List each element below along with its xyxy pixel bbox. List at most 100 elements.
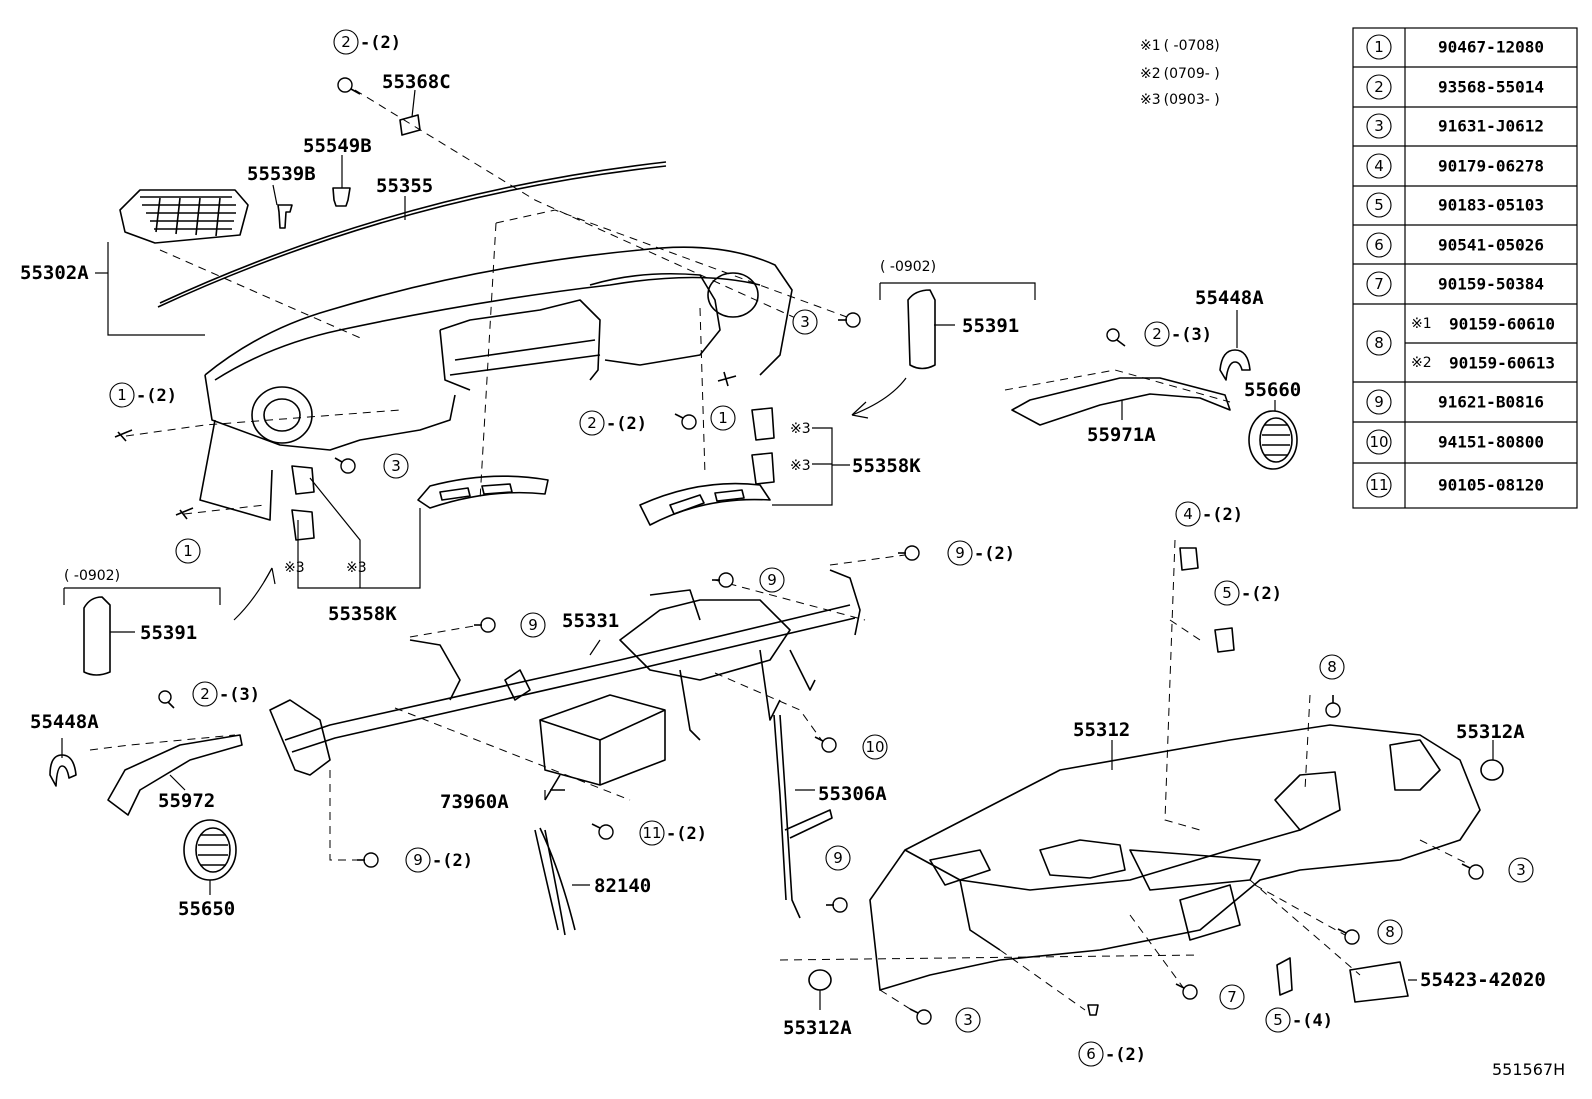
callout-number: 2	[587, 414, 597, 432]
table-row: 2 93568-55014	[1366, 74, 1544, 100]
part-label-55549B: 55549B	[303, 135, 372, 157]
bolt-icon	[1106, 328, 1126, 347]
callout-number: 11	[642, 824, 661, 842]
bolt-icon	[712, 572, 734, 588]
note-mark-label: ※3	[346, 560, 367, 576]
svg-text:※3(0903- ): ※3(0903- )	[1140, 92, 1220, 108]
part-label-55312A: 55312A	[783, 1017, 852, 1039]
clip-icon	[1087, 1004, 1099, 1016]
svg-text:※1( -0708): ※1( -0708)	[1140, 38, 1220, 54]
knee-pad-drawing	[639, 482, 771, 526]
bolt-icon	[674, 413, 697, 430]
table-part-number: 90179-06278	[1438, 157, 1544, 176]
table-row-number: 1	[1374, 38, 1384, 56]
callout-number: 9	[528, 616, 538, 634]
note-mark-label: ※3	[790, 421, 811, 437]
callout: 2-(3)	[192, 681, 260, 707]
callout-number: 2	[200, 685, 210, 703]
note-mark: ※1	[1140, 38, 1161, 54]
table-row: 8 ※1 90159-60610 ※2 90159-60613	[1366, 315, 1555, 373]
bolt-icon	[474, 617, 496, 633]
callout-quantity: -(2)	[136, 386, 177, 406]
note-mark-label: ※3	[790, 458, 811, 474]
callout-quantity: -(2)	[360, 33, 401, 53]
callout: 9	[825, 845, 851, 871]
part-label-55355: 55355	[376, 175, 433, 197]
part-label-55448A: 55448A	[30, 711, 99, 733]
callout-quantity: -(2)	[432, 851, 473, 871]
part-label-55972: 55972	[158, 790, 215, 812]
bolt-icon	[1461, 863, 1484, 880]
bolt-icon	[337, 77, 361, 95]
callout-quantity: -(3)	[1171, 325, 1212, 345]
date-notes: ※1( -0708) ※2(0709- ) ※3(0903- )	[1140, 38, 1220, 108]
note-range: (0903- )	[1164, 92, 1220, 108]
table-part-number: 90159-60610	[1449, 315, 1555, 334]
part-label-55368C: 55368C	[382, 71, 451, 93]
callout-quantity: -(4)	[1292, 1011, 1333, 1031]
note-mark: ※2	[1140, 66, 1161, 82]
plug-drawing	[808, 969, 832, 991]
table-part-number: 90159-60613	[1449, 354, 1555, 373]
callout: 9	[759, 567, 785, 593]
callout: 3	[955, 1007, 981, 1033]
plug-drawing	[1480, 759, 1504, 781]
note-mark-label: ※3	[284, 560, 305, 576]
bolt-icon	[1337, 928, 1360, 945]
clip-icon	[175, 507, 194, 520]
table-part-number: 90183-05103	[1438, 196, 1544, 215]
part-label-73960A: 73960A	[440, 791, 509, 813]
table-part-number: 90105-08120	[1438, 476, 1544, 495]
fastener-drawings	[114, 77, 1484, 1025]
callout-number: 8	[1327, 658, 1337, 676]
bracket-drawing	[107, 734, 243, 816]
bolt-icon	[334, 457, 356, 474]
table-part-mark: ※1	[1411, 316, 1432, 332]
callout: 3	[792, 309, 818, 335]
callout-number: 9	[767, 571, 777, 589]
callout-number: 7	[1227, 988, 1237, 1006]
callout-number: 6	[1086, 1045, 1096, 1063]
table-row: 6 90541-05026	[1366, 232, 1544, 258]
callout: 1	[175, 538, 201, 564]
bolt-icon	[898, 545, 920, 561]
callout-number: 2	[341, 33, 351, 51]
instrument-panel-pad-drawing	[199, 246, 793, 521]
part-label-55650: 55650	[178, 898, 235, 920]
brace-drawing	[773, 714, 833, 919]
callout-number: 3	[391, 457, 401, 475]
table-part-number: 93568-55014	[1438, 78, 1544, 97]
table-row: 3 91631-J0612	[1366, 113, 1544, 139]
callout: 9	[520, 612, 546, 638]
callout-number: 3	[1516, 861, 1526, 879]
table-row-number: 11	[1369, 476, 1388, 494]
callout-number: 5	[1273, 1011, 1283, 1029]
callout: 5 -(4)	[1265, 1007, 1333, 1033]
callout: 5-(2)	[1214, 580, 1282, 606]
callout: 1-(2)	[109, 382, 177, 408]
callout-number: 3	[800, 313, 810, 331]
side-cover-drawing	[83, 596, 111, 676]
table-part-number: 90541-05026	[1438, 236, 1544, 255]
leader-lines	[61, 89, 1494, 1013]
reinforcement-drawing	[269, 569, 861, 776]
callout: 9 -(2)	[405, 847, 473, 873]
table-row: 9 91621-B0816	[1366, 389, 1544, 415]
callout: 11 -(2)	[639, 820, 707, 846]
callout-number: 9	[413, 851, 423, 869]
table-row: 5 90183-05103	[1366, 192, 1544, 218]
table-part-mark: ※2	[1411, 355, 1432, 371]
table-part-number: 91631-J0612	[1438, 117, 1544, 136]
callout-number: 2	[1152, 325, 1162, 343]
part-label-55306A: 55306A	[818, 783, 887, 805]
callout-quantity: -(2)	[666, 824, 707, 844]
bolt-icon	[826, 897, 848, 913]
clip-icon	[717, 371, 737, 387]
part-labels: 55368C 55549B 55539B 55355 55302A 55391 …	[20, 71, 1565, 1079]
callout: 8	[1319, 654, 1345, 680]
callout: 2 -(3)	[1144, 321, 1212, 347]
part-label-55358K: 55358K	[328, 603, 397, 625]
callout-quantity: -(2)	[1202, 505, 1243, 525]
defroster-grille-drawing	[119, 189, 249, 244]
callout: 3	[1508, 857, 1534, 883]
